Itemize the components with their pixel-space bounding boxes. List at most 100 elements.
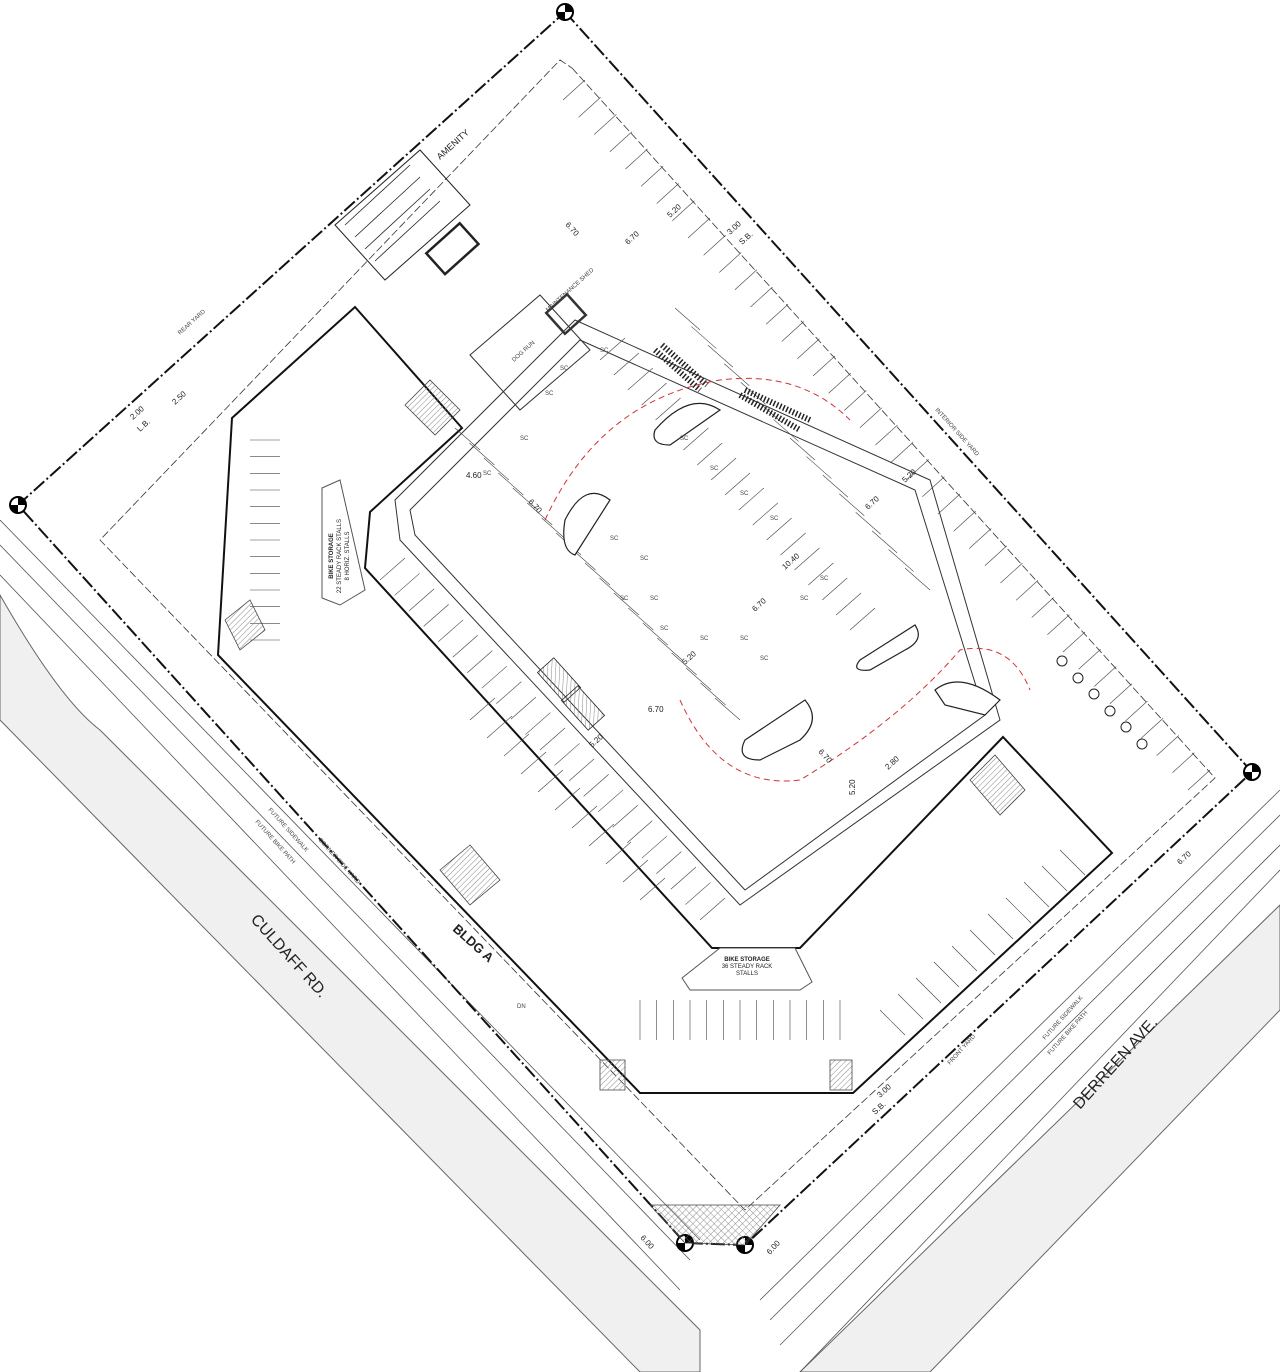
stall-line (599, 577, 625, 601)
stall-line (1062, 631, 1086, 653)
stall-line (699, 897, 726, 921)
derreen-avenue-surface (799, 904, 1280, 1372)
dog-run-label: DOG RUN (511, 340, 536, 363)
stall-line (1059, 849, 1086, 876)
svg-text:L.B.: L.B. (135, 417, 152, 433)
stall-line (583, 774, 609, 797)
stall-line (752, 502, 778, 526)
stall-line (554, 787, 581, 811)
small-car-label: SC (660, 626, 669, 632)
stall-line (890, 442, 914, 463)
stall-line (613, 592, 640, 616)
svg-text:BIKE STORAGE: BIKE STORAGE (724, 957, 770, 963)
stall-line (734, 269, 758, 290)
stall-line (707, 344, 734, 368)
stall-line (859, 407, 883, 428)
stall-line (469, 442, 495, 466)
stall-line (933, 961, 960, 988)
stall-line (683, 427, 709, 451)
stall-line (639, 877, 666, 901)
stall-line (539, 727, 566, 751)
small-car-label: SC (700, 636, 709, 642)
svg-text:2.80: 2.80 (883, 754, 901, 771)
stall-line (1000, 562, 1023, 584)
stall-line (724, 363, 750, 386)
stall-line (839, 493, 865, 516)
small-car-label: SC (800, 596, 809, 602)
stall-line (1031, 597, 1054, 618)
svg-text:22 STEADY RACK STALLS: 22 STEADY RACK STALLS (337, 519, 343, 593)
small-car-label: SC (483, 471, 492, 477)
stall-line (584, 562, 611, 586)
stall-line (627, 367, 653, 391)
building-a-outline (216, 305, 1114, 1094)
dimension-labels: 6.70 6.70 5.20 3.00 S.B. 2.00 L.B. 2.50 … (128, 202, 1193, 1256)
stall-line (969, 528, 992, 549)
amenity-area (334, 149, 481, 281)
svg-text:FUTURE BIKE PATH: FUTURE BIKE PATH (254, 819, 296, 865)
stall-line (510, 696, 537, 720)
small-car-label: SC (710, 466, 719, 472)
svg-text:S.B.: S.B. (737, 230, 754, 247)
culdaff-road-surface (0, 593, 701, 1372)
street-edge-lines (0, 519, 1280, 1372)
parkade-ramp-ring (394, 319, 1001, 906)
stall-line (628, 607, 654, 631)
stall-line (537, 769, 564, 793)
svg-text:5.20: 5.20 (680, 649, 698, 666)
svg-text:36 STEADY RACK: 36 STEADY RACK (722, 964, 773, 970)
stall-line (568, 758, 595, 782)
stall-line (1140, 718, 1164, 739)
stall-line (738, 487, 765, 511)
svg-text:10.40: 10.40 (780, 551, 801, 571)
stall-line (578, 97, 601, 118)
small-car-label: SC (740, 491, 749, 497)
stall-line (467, 650, 493, 673)
svg-text:6.70: 6.70 (527, 497, 544, 515)
stall-line (625, 148, 648, 170)
svg-text:CORNER SIDE YARD: CORNER SIDE YARD (317, 837, 362, 886)
stall-line (828, 373, 851, 394)
stall-line (672, 200, 695, 221)
stall-line (562, 79, 586, 101)
stall-line (423, 604, 449, 627)
stall-line (765, 304, 789, 325)
stall-line (879, 1009, 906, 1036)
svg-text:6.70: 6.70 (817, 747, 834, 765)
stall-line (481, 665, 508, 689)
ev-charger-icon (1120, 721, 1132, 733)
stall-line (655, 397, 681, 421)
stall-line (1172, 752, 1195, 773)
svg-text:2.50: 2.50 (170, 389, 188, 406)
svg-text:4.60: 4.60 (466, 471, 482, 480)
stall-line (740, 382, 766, 405)
svg-text:6.70: 6.70 (623, 229, 641, 246)
stall-line (922, 476, 945, 497)
svg-text:5.20: 5.20 (848, 779, 857, 795)
stall-line (612, 805, 638, 828)
stall-line (897, 993, 924, 1020)
stall-line (687, 217, 711, 239)
amenity-label: AMENITY (435, 127, 471, 161)
ev-charger-icon (1104, 705, 1116, 717)
stall-line (1078, 649, 1101, 670)
bike-storage-west (321, 479, 366, 606)
stall-line (613, 352, 640, 376)
stall-line (1041, 865, 1068, 892)
stall-line (641, 835, 668, 859)
svg-text:STALLS: STALLS (736, 971, 758, 977)
svg-text:BIKE STORAGE: BIKE STORAGE (329, 533, 335, 579)
svg-text:3.00: 3.00 (725, 219, 743, 236)
stall-line (609, 131, 633, 152)
stall-line (554, 743, 580, 766)
dog-run-area (469, 292, 591, 411)
svg-text:8 HORIZ. STALLS: 8 HORIZ. STALLS (345, 532, 351, 581)
small-car-label: SC (545, 391, 554, 397)
stall-line (503, 733, 530, 757)
ev-charger-icon (1072, 672, 1084, 684)
stall-line (1187, 769, 1211, 791)
stall-line (904, 567, 931, 591)
stall-line (806, 456, 832, 479)
stall-line (656, 183, 679, 204)
setback-line (99, 59, 1216, 1211)
